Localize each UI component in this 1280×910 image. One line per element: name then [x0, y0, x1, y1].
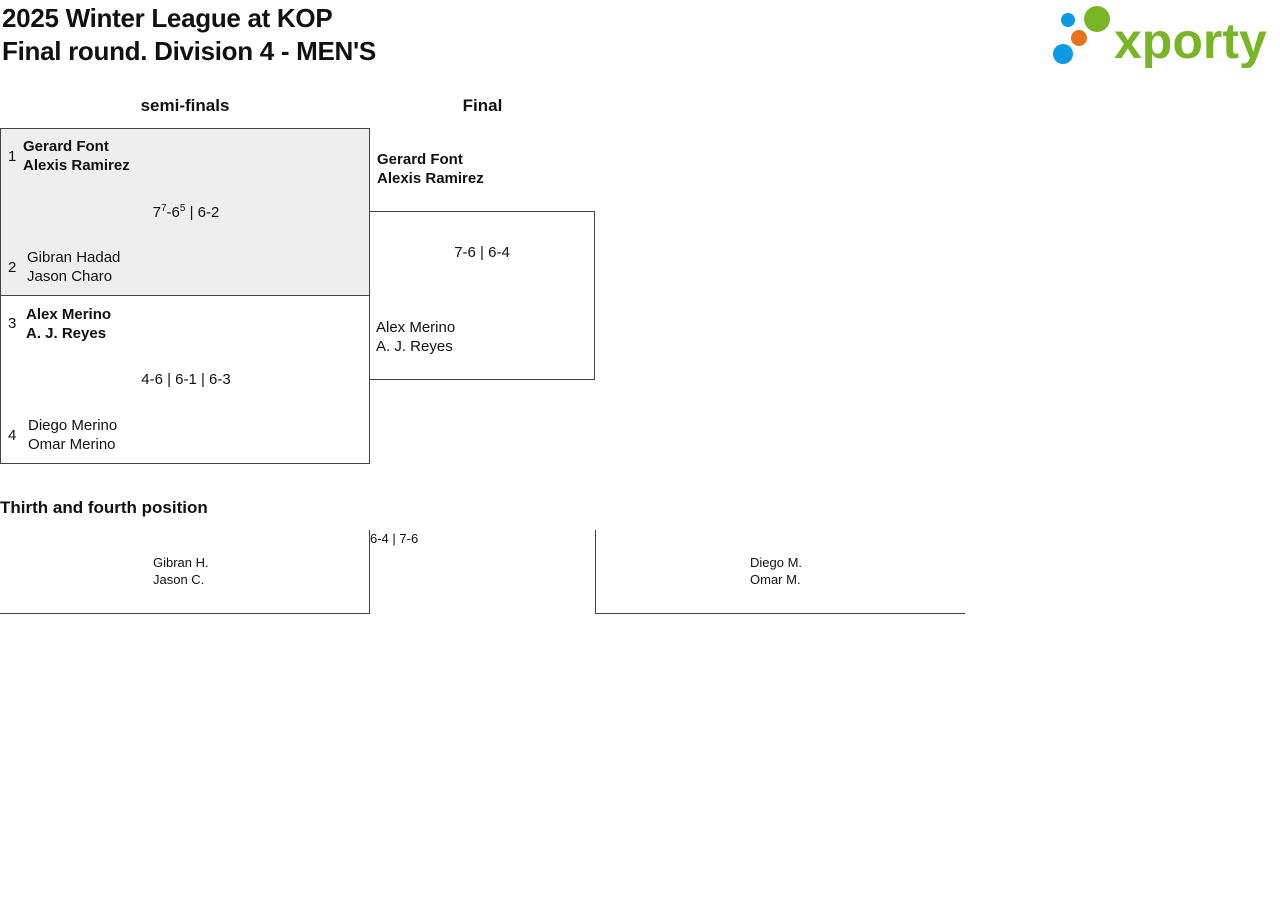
xporty-logo-mark: xporty: [1053, 6, 1267, 69]
player-name: Diego Merino: [28, 417, 118, 434]
loser-pair: Diego Merino Omar Merino: [28, 416, 117, 454]
match-score: 7-6 | 6-4: [454, 244, 510, 261]
semifinal-match-2[interactable]: 3 Alex Merino A. J. Reyes 4-6 | 6-1 | 6-…: [0, 295, 370, 464]
bracket-line: [595, 613, 965, 614]
page-title: 2025 Winter League at KOP Final round. D…: [2, 2, 376, 68]
logo-dot-orange: [1071, 30, 1087, 46]
seed-number: 3: [8, 315, 17, 332]
seed-number: 2: [8, 259, 17, 276]
final-match[interactable]: 7-6 | 6-4 Alex Merino A. J. Reyes: [370, 211, 595, 380]
player-name: Alexis Ramirez: [377, 170, 484, 187]
loser-pair: Gibran Hadad Jason Charo: [27, 248, 120, 286]
player-name: Gerard Font: [23, 138, 109, 155]
winner-pair: Alex Merino A. J. Reyes: [26, 305, 111, 343]
player-name: Gibran Hadad: [27, 249, 121, 266]
third-place-left-pair: Gibran H. Jason C.: [153, 554, 209, 588]
seed-number: 4: [8, 427, 17, 444]
title-line-1: 2025 Winter League at KOP: [2, 3, 333, 33]
match-score: 4-6 | 6-1 | 6-3: [141, 371, 231, 388]
semifinal-match-1[interactable]: 1 Gerard Font Alexis Ramirez 77-65 | 6-2…: [0, 128, 370, 296]
column-heading-final: Final: [462, 96, 503, 115]
bracket-line: [0, 613, 370, 614]
final-winner-pair: Gerard Font Alexis Ramirez: [377, 150, 484, 188]
player-name: Jason C.: [153, 572, 205, 587]
tiebreak-score: 7: [160, 203, 167, 214]
player-name: A. J. Reyes: [26, 325, 107, 342]
winner-pair: Gerard Font Alexis Ramirez: [23, 137, 130, 175]
logo-dot-green: [1084, 6, 1110, 32]
logo-dot-blue-small: [1061, 13, 1075, 27]
player-name: Alex Merino: [26, 306, 112, 323]
bracket-line: [369, 530, 370, 614]
player-name: Diego M.: [750, 555, 803, 570]
player-name: Omar M.: [750, 572, 801, 587]
final-loser-pair: Alex Merino A. J. Reyes: [376, 318, 455, 356]
player-name: A. J. Reyes: [376, 338, 453, 355]
logo-dot-blue: [1053, 44, 1073, 64]
tiebreak-score: 5: [179, 203, 186, 214]
logo-wordmark: xporty: [1114, 13, 1267, 68]
player-name: Jason Charo: [27, 268, 113, 285]
seed-number: 1: [8, 148, 17, 165]
third-place-score: 6-4 | 7-6: [370, 531, 419, 546]
xporty-logo[interactable]: xporty: [1050, 4, 1276, 69]
player-name: Gerard Font: [377, 151, 463, 168]
player-name: Alex Merino: [376, 319, 456, 336]
third-place-right-pair: Diego M. Omar M.: [750, 554, 802, 588]
title-line-2: Final round. Division 4 - MEN'S: [2, 36, 376, 66]
column-heading-semifinals: semi-finals: [140, 96, 230, 115]
player-name: Omar Merino: [28, 436, 116, 453]
bracket-line: [595, 530, 596, 614]
match-score: 77-65 | 6-2: [152, 203, 220, 221]
player-name: Alexis Ramirez: [23, 157, 130, 174]
third-place-heading: Thirth and fourth position: [0, 498, 208, 517]
player-name: Gibran H.: [153, 555, 209, 570]
